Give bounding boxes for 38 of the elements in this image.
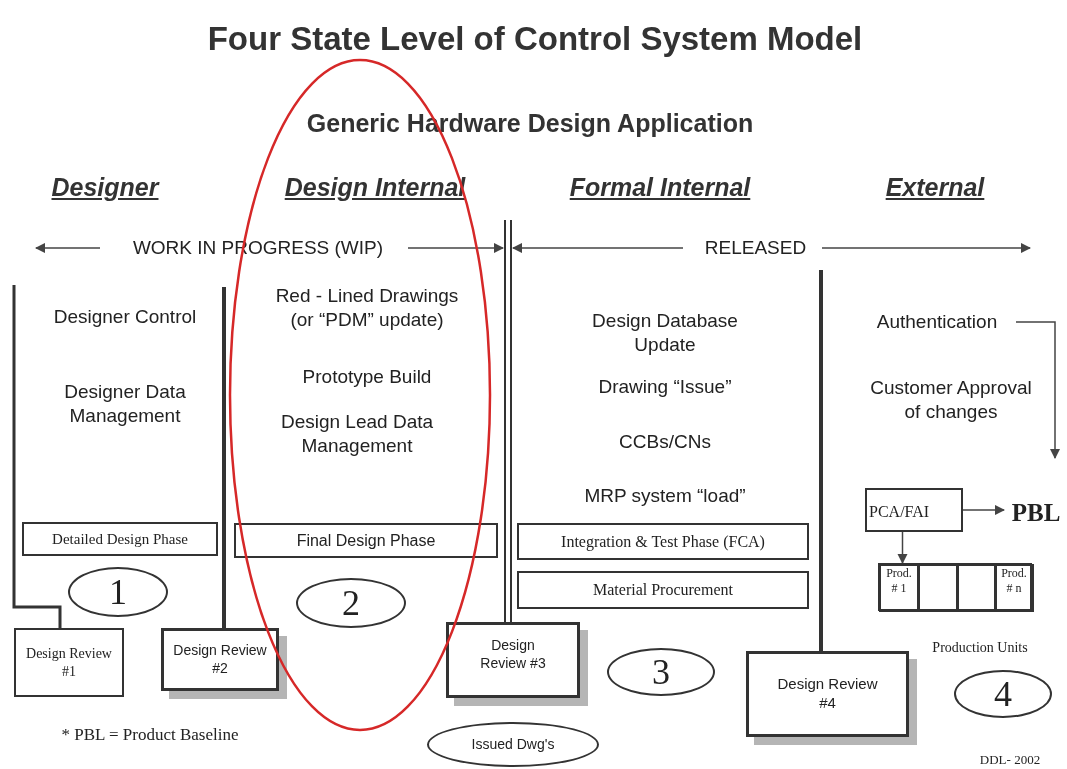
step-text: Authentication [862, 308, 1012, 336]
step-text: Design Lead Data Management [279, 410, 435, 458]
stage-number: 2 [296, 578, 406, 628]
step-text: Designer Control [52, 305, 198, 329]
arrow [962, 504, 1006, 516]
phase-box: Detailed Design Phase [22, 522, 218, 556]
step-text: Design Database Update [591, 309, 739, 357]
arrow [897, 531, 908, 565]
stage-number: 1 [68, 567, 168, 617]
unit-cell: Prod. # n [994, 564, 1034, 612]
credit-text: DDL- 2002 [978, 752, 1042, 769]
unit-cell: Prod. # 1 [879, 564, 919, 612]
caption-text: Production Units [931, 639, 1029, 657]
step-text: CCBs/CNs [618, 430, 712, 454]
diagram-title: Four State Level of Control System Model [206, 19, 864, 59]
step-text: Red - Lined Drawings (or “PDM” update) [274, 284, 460, 332]
unit-cell [957, 564, 997, 612]
issued-drawings-ellipse: Issued Dwg's [427, 722, 599, 767]
column-heading: Formal Internal [568, 172, 752, 203]
audit-box: PCA/FAI [865, 488, 963, 532]
phase-box: Integration & Test Phase (FCA) [517, 523, 809, 560]
phase-box: Material Procurement [517, 571, 809, 609]
review-box: Design Review #1 [14, 628, 124, 697]
production-units-row [878, 563, 1032, 611]
step-text: Drawing “Issue” [597, 375, 733, 399]
step-text: Designer Data Management [63, 380, 187, 428]
baseline-text: PBL [1006, 496, 1066, 530]
arrow [1015, 321, 1061, 460]
stage-number: 3 [607, 648, 715, 696]
unit-cell [918, 564, 958, 612]
footnote-text: * PBL = Product Baseline [60, 724, 240, 746]
step-text: Customer Approval of changes [869, 376, 1033, 424]
column-heading: Designer [50, 172, 161, 203]
stage-number: 4 [954, 670, 1052, 718]
step-text: Prototype Build [301, 365, 433, 389]
column-heading: External [884, 172, 986, 203]
phase-box: Final Design Phase [234, 523, 498, 558]
step-text: MRP system “load” [583, 484, 747, 508]
